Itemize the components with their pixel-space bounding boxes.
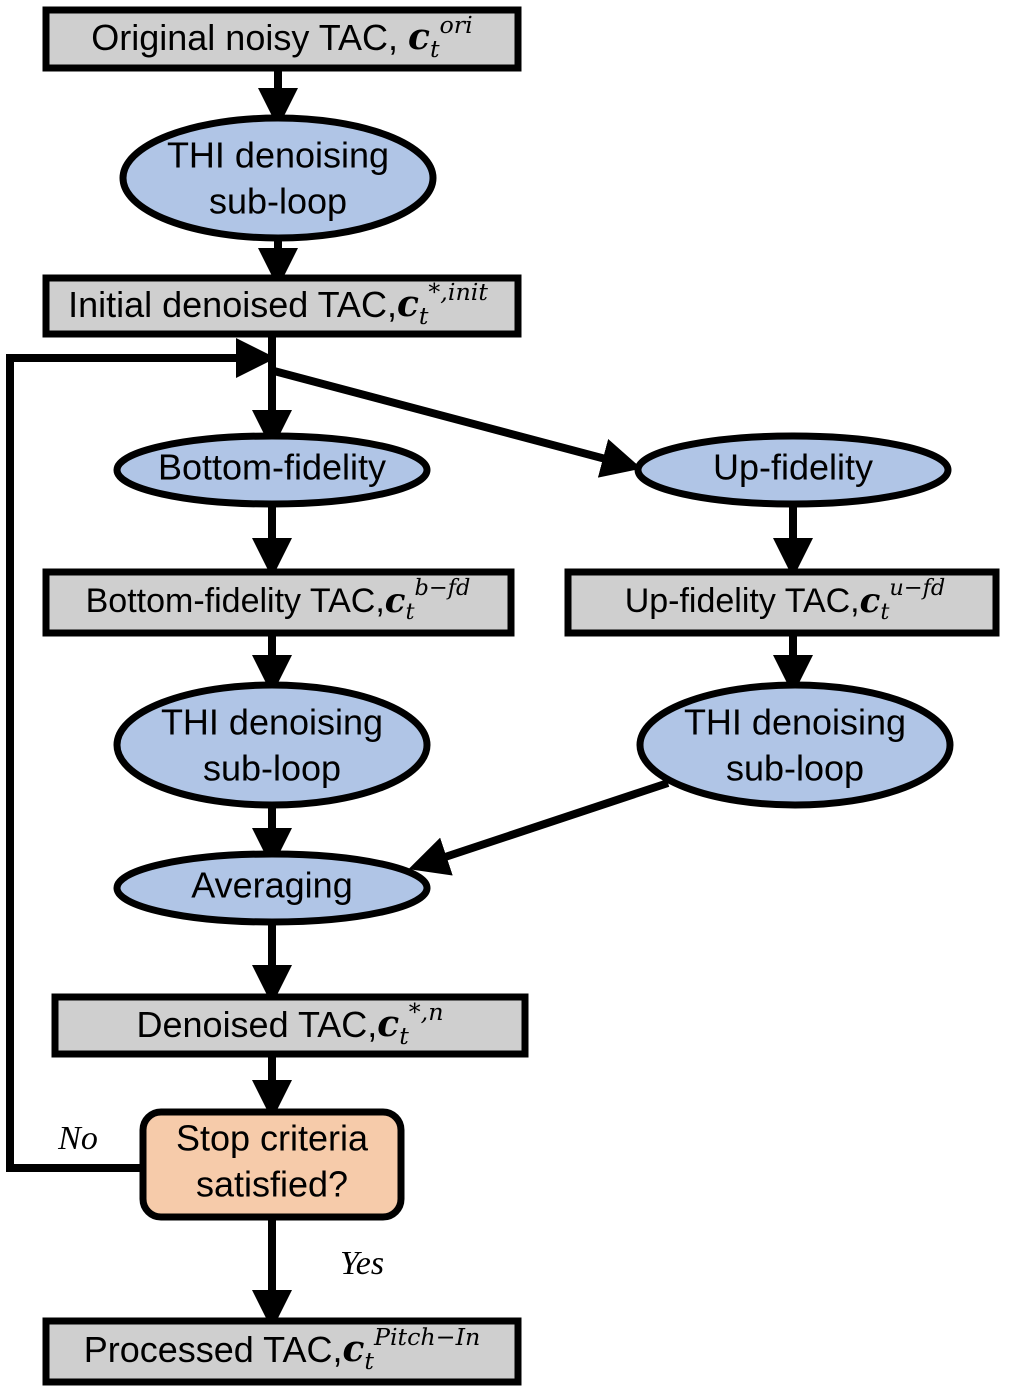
edge-thi-right-to-averaging — [408, 779, 670, 876]
bottom-fidelity-tac-label: Bottom-fidelity TAC,ctb−fd — [86, 575, 471, 625]
denoised-tac-prefix: Denoised TAC, — [137, 1004, 378, 1045]
node-bottom-fidelity[interactable]: Bottom-fidelity — [113, 432, 431, 508]
initial-denoised-tac-var: c — [397, 283, 419, 325]
thi-denoising-top-line2: sub-loop — [209, 181, 347, 222]
initial-denoised-tac-prefix: Initial denoised TAC, — [68, 284, 397, 325]
stop-criteria-line1: Stop criteria — [176, 1118, 369, 1159]
stop-criteria-line2: satisfied? — [196, 1164, 348, 1205]
node-averaging[interactable]: Averaging — [113, 850, 431, 926]
original-noisy-tac-sub: t — [430, 35, 440, 63]
original-noisy-tac-prefix: Original noisy TAC, — [91, 17, 408, 58]
initial-denoised-tac-sub: t — [419, 302, 429, 330]
bottom-fidelity-tac-sub: t — [406, 599, 416, 625]
bottom-fidelity-tac-box — [42, 568, 515, 637]
node-up-fidelity-tac[interactable]: Up-fidelity TAC,ctu−fd — [564, 568, 1000, 637]
denoised-tac-sup: *,n — [409, 998, 444, 1026]
processed-tac-prefix: Processed TAC, — [84, 1329, 343, 1370]
edge-initial-to-up-fidelity — [272, 367, 642, 478]
denoised-tac-box — [51, 993, 529, 1058]
up-fidelity-tac-box — [564, 568, 1000, 637]
original-noisy-tac-label: Original noisy TAC, ctori — [91, 11, 473, 63]
initial-denoised-tac-sup: *,init — [428, 278, 488, 306]
up-fidelity-tac-label: Up-fidelity TAC,ctu−fd — [625, 575, 946, 625]
node-thi-denoising-right[interactable]: THI denoising sub-loop — [636, 681, 954, 809]
averaging-ellipse — [113, 850, 431, 926]
original-noisy-tac-box — [42, 6, 522, 72]
bottom-fidelity-tac-sup: b−fd — [415, 575, 471, 601]
thi-denoising-left-line1: THI denoising — [161, 702, 383, 743]
thi-denoising-right-ellipse — [636, 681, 954, 809]
denoised-tac-var: c — [377, 1003, 399, 1045]
up-fidelity-tac-var: c — [860, 581, 881, 621]
edge-label-yes: Yes — [340, 1245, 384, 1282]
processed-tac-var: c — [343, 1328, 365, 1370]
bottom-fidelity-tac-var: c — [385, 581, 406, 621]
initial-denoised-tac-box — [42, 274, 522, 338]
node-bottom-fidelity-tac[interactable]: Bottom-fidelity TAC,ctb−fd — [42, 568, 515, 637]
node-thi-denoising-top[interactable]: THI denoising sub-loop — [119, 114, 437, 242]
node-processed-tac[interactable]: Processed TAC,ctPitch−In — [42, 1317, 522, 1386]
thi-denoising-left-ellipse — [113, 681, 431, 809]
averaging-label: Averaging — [191, 865, 352, 906]
edge-label-no: No — [57, 1120, 98, 1157]
edge-feedback-loop-no — [6, 338, 276, 1172]
original-noisy-tac-var: c — [408, 16, 430, 58]
node-initial-denoised-tac[interactable]: Initial denoised TAC,ct*,init — [42, 274, 522, 338]
up-fidelity-ellipse — [634, 432, 952, 508]
node-original-noisy-tac[interactable]: Original noisy TAC, ctori — [42, 6, 522, 72]
thi-denoising-top-ellipse — [119, 114, 437, 242]
original-noisy-tac-sup: ori — [440, 11, 473, 39]
thi-denoising-right-line2: sub-loop — [726, 748, 864, 789]
up-fidelity-tac-sub: t — [880, 599, 890, 625]
bottom-fidelity-ellipse — [113, 432, 431, 508]
up-fidelity-label: Up-fidelity — [713, 447, 873, 488]
denoised-tac-label: Denoised TAC,ct*,n — [137, 998, 444, 1050]
node-up-fidelity[interactable]: Up-fidelity — [634, 432, 952, 508]
processed-tac-label: Processed TAC,ctPitch−In — [84, 1323, 481, 1375]
stop-criteria-box — [139, 1108, 405, 1221]
processed-tac-sup: Pitch−In — [373, 1323, 480, 1351]
processed-tac-box — [42, 1317, 522, 1386]
thi-denoising-left-line2: sub-loop — [203, 748, 341, 789]
up-fidelity-tac-sup: u−fd — [889, 575, 945, 601]
up-fidelity-tac-prefix: Up-fidelity TAC, — [625, 582, 860, 620]
initial-denoised-tac-label: Initial denoised TAC,ct*,init — [68, 278, 488, 330]
thi-denoising-top-line1: THI denoising — [167, 135, 389, 176]
node-thi-denoising-left[interactable]: THI denoising sub-loop — [113, 681, 431, 809]
denoised-tac-sub: t — [399, 1022, 409, 1050]
bottom-fidelity-tac-prefix: Bottom-fidelity TAC, — [86, 582, 385, 620]
thi-denoising-right-line1: THI denoising — [684, 702, 906, 743]
node-denoised-tac[interactable]: Denoised TAC,ct*,n — [51, 993, 529, 1058]
node-stop-criteria[interactable]: Stop criteria satisfied? — [139, 1108, 405, 1221]
bottom-fidelity-label: Bottom-fidelity — [158, 447, 386, 488]
processed-tac-sub: t — [364, 1347, 374, 1375]
